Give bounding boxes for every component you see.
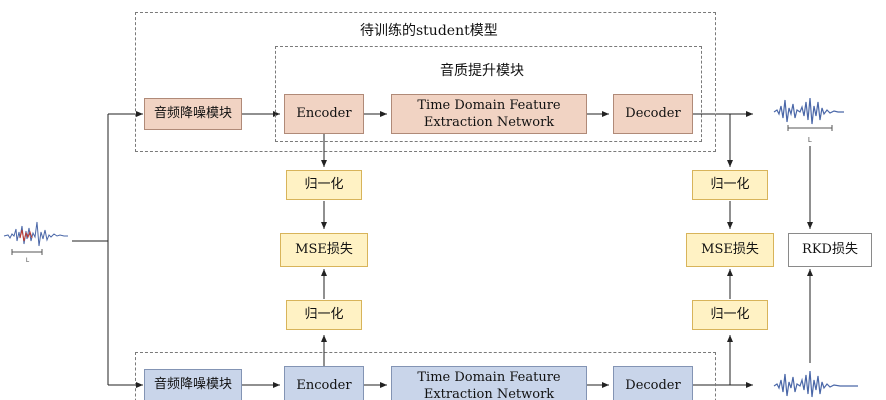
normalize-box-bottom-right: 归一化 xyxy=(692,300,768,330)
student-denoise-box: 音频降噪模块 xyxy=(144,98,242,130)
teacher-encoder-box: Encoder xyxy=(284,366,364,400)
teacher-tfe-line1: Time Domain Feature xyxy=(417,370,561,385)
normalize-box-top-left: 归一化 xyxy=(286,170,362,200)
student-tfe-line1: Time Domain Feature xyxy=(417,98,561,113)
student-tfe-box: Time Domain Feature Extraction Network xyxy=(391,94,587,134)
teacher-tfe-line2: Extraction Network xyxy=(423,387,555,400)
student-output-waveform: L xyxy=(773,97,844,144)
mse-loss-box-right: MSE损失 xyxy=(686,233,774,267)
student-output-length-label: L xyxy=(808,137,812,144)
student-model-group xyxy=(135,12,716,152)
quality-module-group xyxy=(275,46,702,142)
normalize-box-bottom-left: 归一化 xyxy=(286,300,362,330)
mse-loss-box-left: MSE损失 xyxy=(280,233,368,267)
teacher-decoder-box: Decoder xyxy=(613,366,693,400)
quality-module-group-label: 音质提升模块 xyxy=(440,63,524,79)
input-waveform: L xyxy=(3,221,68,264)
input-length-label: L xyxy=(26,258,30,264)
student-encoder-box: Encoder xyxy=(284,94,364,134)
rkd-loss-box: RKD损失 xyxy=(788,233,872,267)
teacher-output-waveform xyxy=(773,370,858,398)
student-tfe-line2: Extraction Network xyxy=(423,115,555,130)
teacher-model-group xyxy=(135,352,716,400)
teacher-tfe-box: Time Domain Feature Extraction Network xyxy=(391,366,587,400)
normalize-box-top-right: 归一化 xyxy=(692,170,768,200)
teacher-denoise-box: 音频降噪模块 xyxy=(144,369,242,400)
student-model-group-label: 待训练的student模型 xyxy=(360,23,498,39)
student-decoder-box: Decoder xyxy=(613,94,693,134)
